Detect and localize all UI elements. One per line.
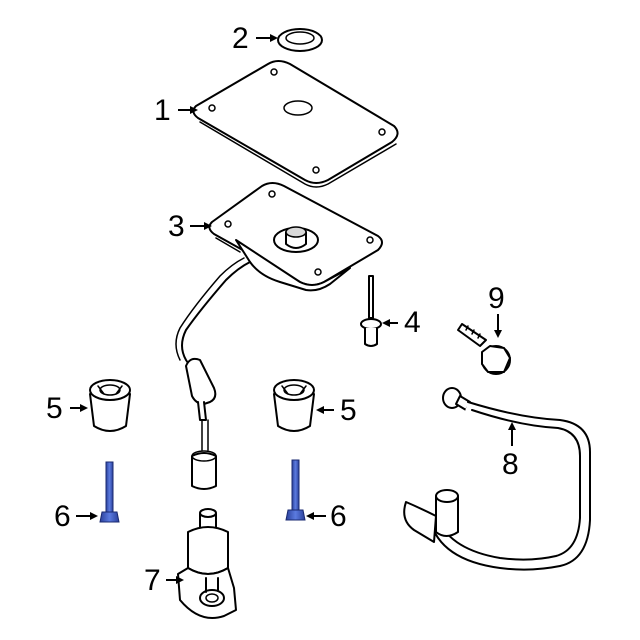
part-2-grommet <box>277 28 323 52</box>
part-1-cover-plate <box>192 60 399 188</box>
part-5-bumper-left <box>89 379 131 432</box>
part-3-mounting-bracket <box>208 182 383 292</box>
callout-5-left: 5 <box>46 392 63 425</box>
callout-4: 4 <box>404 306 421 339</box>
callout-8: 8 <box>502 448 519 481</box>
part-7-lower-bracket <box>177 508 237 619</box>
callout-9: 9 <box>488 282 505 315</box>
callout-7: 7 <box>144 564 161 597</box>
bracket-cable <box>175 257 251 490</box>
leader-arrows <box>70 34 516 584</box>
part-9-bolt <box>457 323 511 375</box>
part-4-rivet <box>360 275 382 347</box>
callout-6-right: 6 <box>330 500 347 533</box>
part-5-bumper-right <box>273 379 315 432</box>
part-8-tire-cable <box>403 387 591 571</box>
callout-2: 2 <box>232 22 249 55</box>
callout-1: 1 <box>154 94 171 127</box>
callout-3: 3 <box>168 210 185 243</box>
part-6-bolt-left <box>99 461 120 523</box>
callout-6-left: 6 <box>54 500 71 533</box>
callout-5-right: 5 <box>340 394 357 427</box>
part-6-bolt-right <box>285 459 306 521</box>
